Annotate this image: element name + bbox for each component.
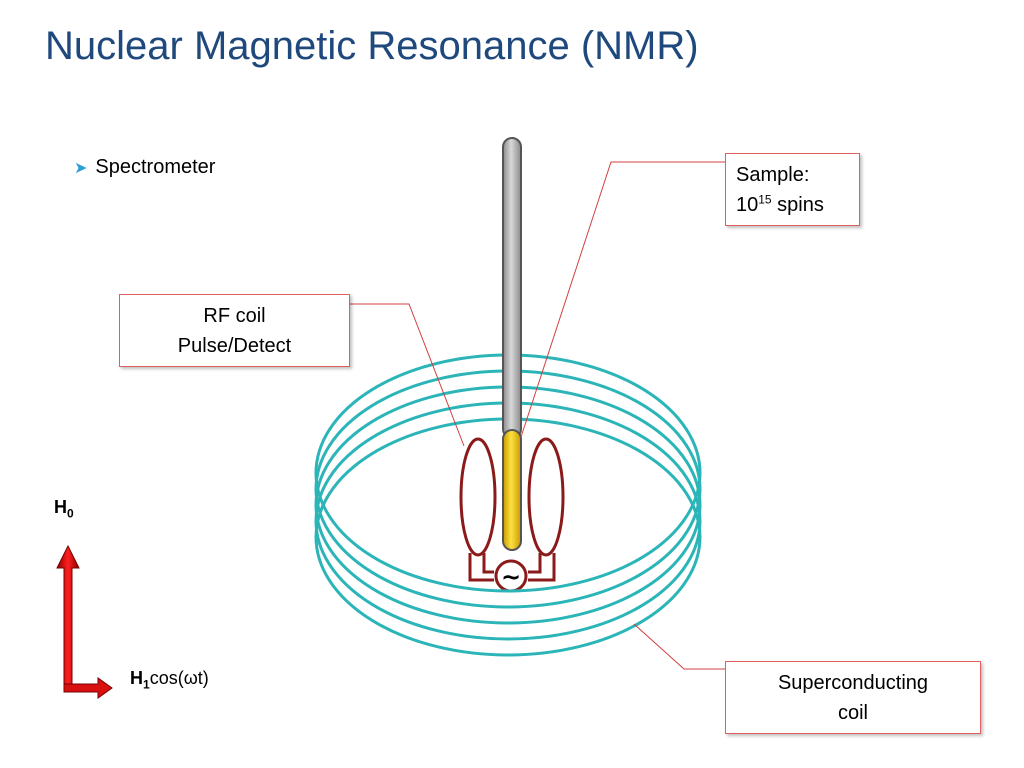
field-axes bbox=[56, 544, 113, 699]
rf-coil-leader-line bbox=[350, 303, 465, 447]
h1-arrow bbox=[63, 677, 113, 699]
bullet-item-spectrometer: ➤ Spectrometer bbox=[74, 156, 215, 179]
sample bbox=[502, 429, 522, 551]
rf-coil-callout: RF coil Pulse/Detect bbox=[119, 294, 350, 367]
page-title: Nuclear Magnetic Resonance (NMR) bbox=[45, 24, 699, 68]
rf-callout-line1: RF coil bbox=[203, 305, 266, 327]
sample-tube bbox=[502, 137, 522, 551]
sample-callout-line2: 1015 spins bbox=[736, 192, 824, 216]
sample-callout: Sample: 1015 spins bbox=[725, 153, 860, 226]
bullet-label: Spectrometer bbox=[95, 156, 216, 178]
rf-coil bbox=[459, 437, 565, 582]
svg-text:~: ~ bbox=[501, 563, 521, 591]
h1-label: H1cos(ωt) bbox=[130, 668, 209, 692]
leader-lines bbox=[350, 161, 725, 670]
sc-callout-line1: Superconducting bbox=[777, 672, 929, 694]
h0-label: H0 bbox=[54, 497, 74, 521]
ac-source-icon: ~ bbox=[494, 559, 528, 593]
sample-callout-line1: Sample: bbox=[736, 164, 810, 186]
h0-arrow bbox=[56, 544, 80, 691]
arrow-bullet-icon: ➤ bbox=[74, 159, 88, 177]
superconducting-coil-callout: Superconducting coil bbox=[725, 661, 981, 734]
sc-callout-line2: coil bbox=[837, 702, 868, 724]
rf-callout-line2: Pulse/Detect bbox=[177, 335, 292, 357]
superconducting-coil-leader-line bbox=[633, 623, 725, 670]
superconducting-coil-front bbox=[314, 472, 702, 657]
sample-leader-line bbox=[520, 161, 725, 438]
